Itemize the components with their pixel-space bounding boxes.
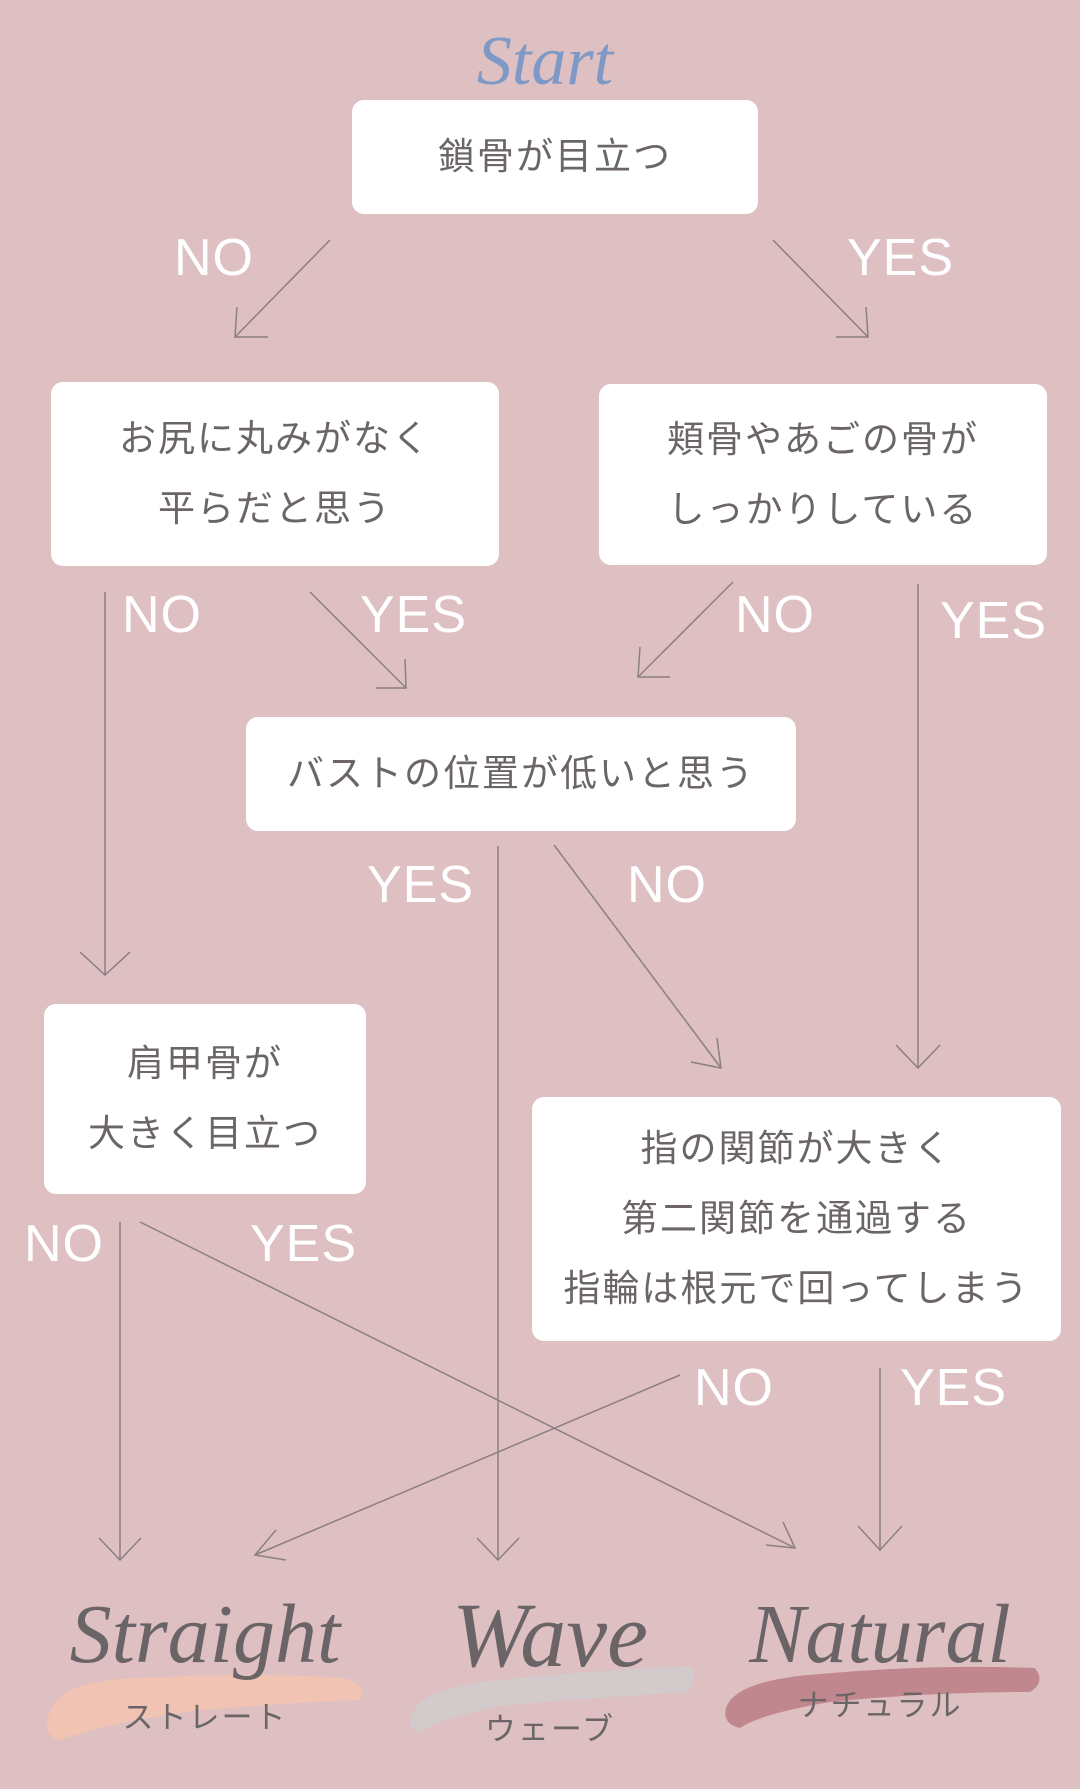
answer-q4-yes: YES (367, 856, 475, 914)
brush-stroke-wave (409, 1666, 695, 1732)
answer-q2-no: NO (122, 586, 202, 644)
answer-q6-no: NO (694, 1359, 774, 1417)
question-box-q6: 指の関節が大きく 第二関節を通過する 指輪は根元で回ってしまう (532, 1097, 1061, 1341)
arrow-q2-no (79, 592, 131, 977)
arrow-q3-yes (895, 584, 941, 1070)
question-box-q5: 肩甲骨が 大きく目立つ (44, 1004, 366, 1194)
question-q5-line-2: 大きく目立つ (88, 1112, 322, 1155)
arrow-q3-no (637, 581, 734, 678)
result-straight-name: Straight (69, 1588, 341, 1681)
question-q6-line-3: 指輪は根元で回ってしまう (563, 1267, 1030, 1310)
arrow-q1-no (234, 239, 331, 338)
question-box-q2: お尻に丸みがなく 平らだと思う (51, 382, 499, 566)
answer-q1-no: NO (174, 229, 254, 287)
arrow-q6-yes (857, 1368, 903, 1552)
answer-q3-yes: YES (940, 592, 1048, 650)
question-q1-line-1: 鎖骨が目立つ (438, 135, 672, 178)
arrow-q4-no (553, 844, 722, 1069)
question-box-q3: 頬骨やあごの骨が しっかりしている (599, 384, 1047, 565)
question-box-q1: 鎖骨が目立つ (352, 100, 758, 214)
answer-q3-no: NO (735, 586, 815, 644)
arrow-q2-yes (309, 591, 407, 689)
result-natural-name: Natural (749, 1588, 1011, 1681)
question-q3-line-1: 頬骨やあごの骨が (667, 417, 979, 461)
brush-stroke-straight (46, 1675, 363, 1740)
answer-q5-yes: YES (250, 1215, 358, 1273)
question-q6-line-1: 指の関節が大きく (640, 1127, 953, 1170)
question-q3-line-2: しっかりしている (667, 487, 979, 531)
question-q2-line-2: 平らだと思う (158, 487, 392, 530)
arrow-q5-no (98, 1222, 142, 1562)
answer-q5-no: NO (24, 1215, 104, 1273)
question-box-q4: バストの位置が低いと思う (246, 717, 796, 831)
question-q4-line-1: バストの位置が低いと思う (287, 752, 755, 795)
start-label: Start (476, 23, 614, 100)
question-q6-line-2: 第二関節を通過する (621, 1197, 972, 1240)
arrow-q4-yes (476, 846, 520, 1562)
result-wave-name: Wave (452, 1584, 648, 1686)
arrow-q6-no (253, 1374, 681, 1561)
answer-q6-yes: YES (900, 1359, 1008, 1417)
question-q2-line-1: お尻に丸みがなく (119, 417, 431, 460)
question-q5-line-1: 肩甲骨が (127, 1042, 283, 1085)
arrow-q5-yes (139, 1221, 797, 1549)
result-straight-jp: ストレート (122, 1700, 288, 1736)
answer-q4-no: NO (627, 856, 707, 914)
answer-q2-yes: YES (360, 586, 468, 644)
answer-q1-yes: YES (847, 229, 955, 287)
arrow-q1-yes (772, 239, 869, 338)
result-wave-jp: ウェーブ (484, 1712, 616, 1748)
brush-stroke-natural (725, 1666, 1040, 1728)
result-natural-jp: ナチュラル (797, 1688, 963, 1724)
